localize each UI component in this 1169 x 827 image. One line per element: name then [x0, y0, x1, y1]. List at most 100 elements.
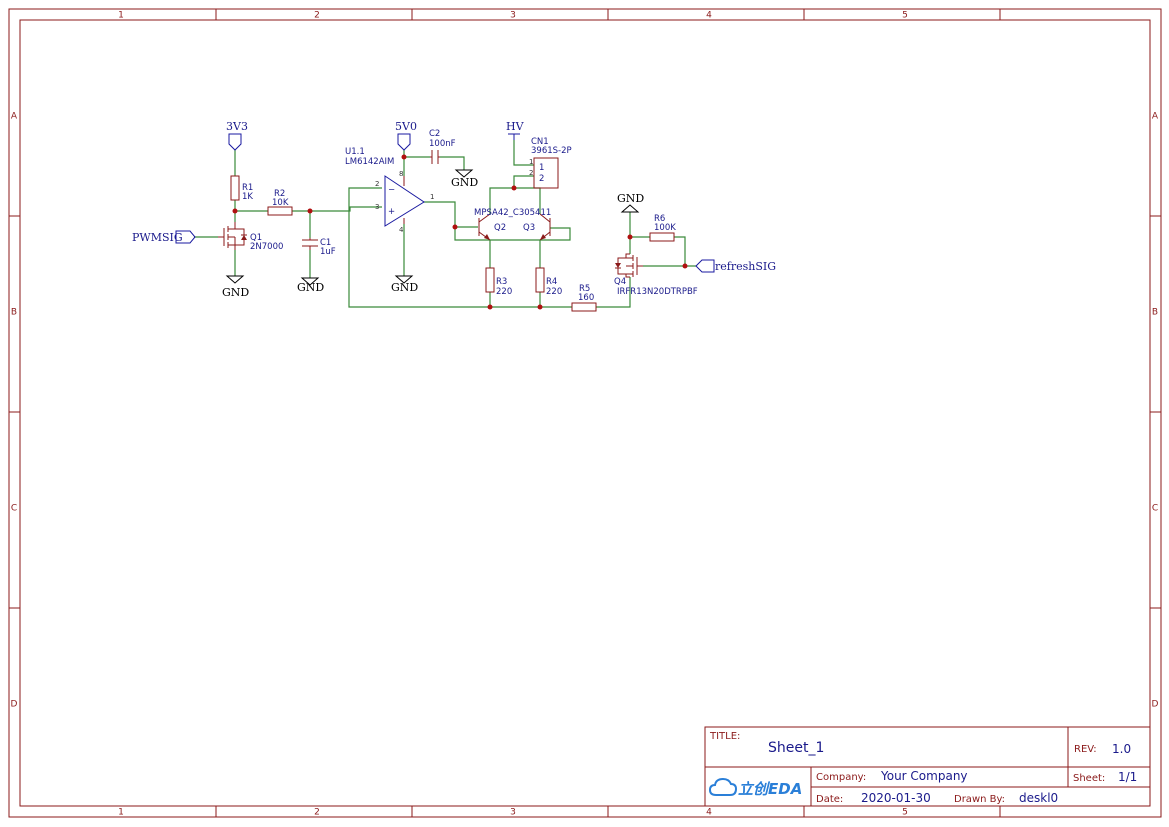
- gnd-c2-label: GND: [451, 176, 478, 189]
- c2-value: 100nF: [429, 139, 456, 149]
- r1-value: 1K: [242, 192, 253, 202]
- company-label: Company:: [816, 772, 866, 783]
- rev-value: 1.0: [1112, 742, 1131, 756]
- resistor-r6: R6 100K: [649, 214, 676, 242]
- r2-ref: R2: [274, 189, 285, 199]
- net-hv-label: HV: [506, 120, 525, 133]
- zone-row-b-right: B: [1152, 308, 1158, 318]
- port-pwmsig: PWMSIG: [132, 230, 196, 244]
- zone-labels: 1 2 3 4 5 1 2 3 4 5 A B C D A B C D: [11, 11, 1159, 818]
- u1-minus-sign: −: [388, 185, 395, 195]
- u1-value: LM6142AIM: [345, 157, 394, 167]
- q3-ref: Q3: [523, 223, 535, 233]
- junction-r1-node: [232, 208, 238, 214]
- u1-plus-sign: +: [388, 207, 395, 217]
- cn1-pin2-label: 2: [539, 174, 544, 184]
- lceda-logo: 立创EDA: [708, 777, 802, 798]
- zone-row-d-left: D: [11, 700, 18, 710]
- zone-col-3-top: 3: [510, 11, 516, 21]
- q4-value: IRFR13N20DTRPBF: [617, 287, 698, 297]
- junction-q4-gate: [627, 234, 633, 240]
- c1-value: 1uF: [320, 247, 336, 257]
- title-label: TITLE:: [709, 731, 740, 742]
- c2-ref: C2: [429, 129, 440, 139]
- net-pwmsig-label: PWMSIG: [132, 231, 183, 244]
- capacitor-c1: C1 1uF: [302, 238, 336, 257]
- r2-value: 10K: [272, 198, 289, 208]
- title-value: Sheet_1: [768, 740, 824, 756]
- gnd-c1: GND: [297, 277, 324, 294]
- power-3v3: 3V3: [226, 120, 248, 151]
- zone-row-b-left: B: [11, 308, 17, 318]
- zone-col-4-bottom: 4: [706, 808, 712, 818]
- junction-c1-node: [307, 208, 313, 214]
- u1-pin-plus: 3: [375, 203, 379, 211]
- junction-refresh-node: [682, 263, 688, 269]
- r4-value: 220: [546, 287, 562, 297]
- u1-ref: U1.1: [345, 147, 365, 157]
- r3-value: 220: [496, 287, 512, 297]
- cn1-ref: CN1: [531, 137, 549, 147]
- c1-ref: C1: [320, 238, 331, 248]
- cn1-value: 3961S-2P: [531, 146, 572, 156]
- r5-ref: R5: [579, 284, 590, 294]
- power-hv: HV: [506, 120, 525, 140]
- sheet-label: Sheet:: [1073, 773, 1105, 784]
- zone-col-4-top: 4: [706, 11, 712, 21]
- rev-label: REV:: [1074, 744, 1097, 755]
- junction-r3-node: [487, 304, 493, 310]
- junction-5v0-node: [401, 154, 407, 160]
- junction-output-node: [452, 224, 458, 230]
- mosfet-q1: Q1 2N7000: [218, 222, 283, 252]
- port-refreshsig: refreshSIG: [695, 259, 776, 273]
- q2-q3-value: MPSA42_C305411: [474, 208, 551, 218]
- zone-col-2-bottom: 2: [314, 808, 320, 818]
- q1-value: 2N7000: [250, 242, 283, 252]
- drawn-by-label: Drawn By:: [954, 794, 1005, 805]
- q4-ref: Q4: [614, 277, 626, 287]
- gnd-q4-label: GND: [617, 192, 644, 205]
- date-label: Date:: [816, 794, 843, 805]
- title-block: TITLE: Sheet_1 REV: 1.0 Company: Your Co…: [704, 726, 1151, 807]
- r5-value: 160: [578, 293, 594, 303]
- transistor-q2: Q2: [478, 213, 506, 241]
- net-refreshsig-label: refreshSIG: [715, 260, 776, 273]
- junctions: [232, 154, 688, 310]
- junction-r4-node: [537, 304, 543, 310]
- junction-collector-node: [511, 185, 517, 191]
- gnd-c1-label: GND: [297, 281, 324, 294]
- drawn-by-value: deskl0: [1019, 791, 1058, 805]
- gnd-q1-label: GND: [222, 286, 249, 299]
- cloud-icon: [708, 777, 738, 796]
- r6-value: 100K: [654, 223, 676, 233]
- zone-col-1-top: 1: [118, 11, 124, 21]
- zone-col-2-top: 2: [314, 11, 320, 21]
- cn1-pin1-num: 1: [529, 158, 533, 166]
- capacitor-c2: C2 100nF: [429, 129, 456, 164]
- gnd-opamp-label: GND: [391, 281, 418, 294]
- r6-ref: R6: [654, 214, 665, 224]
- net-3v3-label: 3V3: [226, 120, 248, 133]
- cn1-pin2-num: 2: [529, 169, 533, 177]
- sheet-frame: [8, 8, 1162, 818]
- date-value: 2020-01-30: [861, 791, 931, 805]
- r3-ref: R3: [496, 277, 507, 287]
- gnd-q4: GND: [617, 192, 644, 213]
- r4-ref: R4: [546, 277, 557, 287]
- zone-col-5-bottom: 5: [902, 808, 908, 818]
- zone-row-d-right: D: [1152, 700, 1159, 710]
- resistor-r3: R3 220: [485, 267, 512, 297]
- u1-pin-out: 1: [430, 193, 434, 201]
- power-5v0: 5V0: [395, 120, 417, 151]
- zone-col-1-bottom: 1: [118, 808, 124, 818]
- u1-pin-gnd: 4: [399, 226, 404, 234]
- gnd-opamp: GND: [391, 275, 418, 294]
- zone-col-3-bottom: 3: [510, 808, 516, 818]
- u1-pin-minus: 2: [375, 180, 379, 188]
- u1-pin-vcc: 8: [399, 170, 403, 178]
- net-5v0-label: 5V0: [395, 120, 417, 133]
- zone-row-a-left: A: [11, 112, 18, 122]
- mosfet-q4: Q4 IRFR13N20DTRPBF: [614, 253, 698, 297]
- cn1-pin1-label: 1: [539, 163, 544, 173]
- logo-text: 立创EDA: [738, 780, 802, 798]
